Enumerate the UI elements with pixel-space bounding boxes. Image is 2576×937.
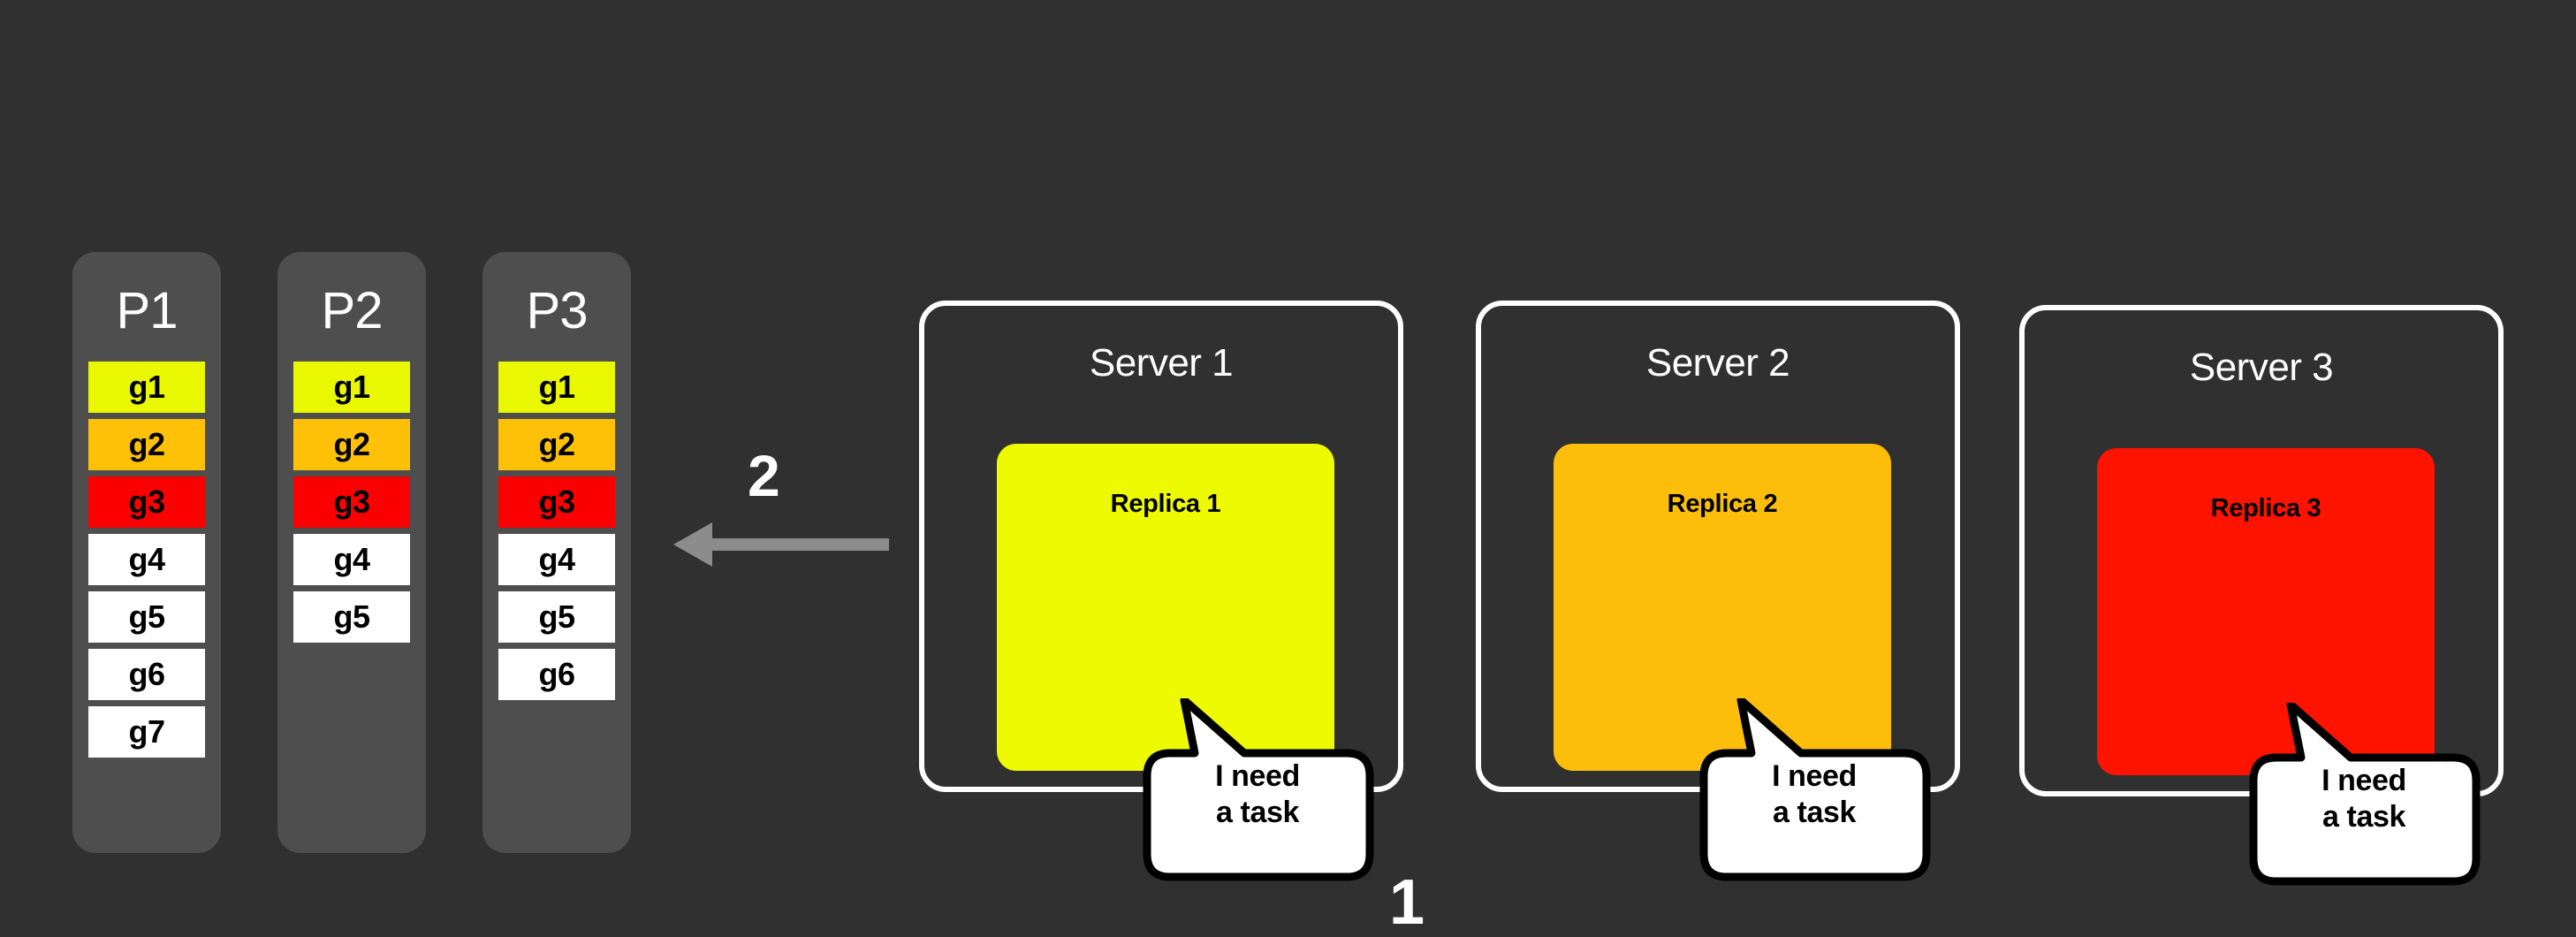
task-list-p2: g1 g2 g3 g4 g5 (277, 362, 426, 643)
task-item[interactable]: g2 (88, 419, 205, 470)
replica-label-3: Replica 3 (2210, 494, 2321, 522)
partition-p2: P2 g1 g2 g3 g4 g5 (277, 252, 426, 853)
task-list-p3: g1 g2 g3 g4 g5 g6 (483, 362, 631, 700)
task-item[interactable]: g2 (293, 419, 410, 470)
task-item[interactable]: g7 (88, 706, 205, 758)
server-box-1: Server 1 Replica 1 (919, 301, 1403, 792)
task-item[interactable]: g6 (88, 649, 205, 700)
task-item[interactable]: g5 (293, 591, 410, 643)
speech-bubble-3: I need a task (2245, 703, 2483, 888)
server-title-1: Server 1 (1089, 341, 1234, 385)
partition-p3: P3 g1 g2 g3 g4 g5 g6 (483, 252, 631, 853)
task-item[interactable]: g5 (88, 591, 205, 643)
task-item[interactable]: g4 (293, 534, 410, 585)
partition-p1: P1 g1 g2 g3 g4 g5 g6 g7 (72, 252, 221, 853)
replica-label-2: Replica 2 (1667, 490, 1778, 518)
partition-title-p2: P2 (321, 282, 384, 339)
partition-title-p3: P3 (526, 282, 589, 339)
speech-bubble-text-1: I need a task (1215, 759, 1300, 830)
task-item[interactable]: g5 (498, 591, 615, 643)
task-item[interactable]: g3 (498, 476, 615, 528)
task-item[interactable]: g6 (498, 649, 615, 700)
task-item[interactable]: g3 (88, 476, 205, 528)
speech-bubble-2: I need a task (1695, 698, 1934, 884)
speech-bubble-text-2: I need a task (1772, 759, 1857, 830)
partition-title-p1: P1 (116, 282, 179, 339)
step-number-1: 1 (1389, 867, 1425, 937)
task-item[interactable]: g2 (498, 419, 615, 470)
speech-bubble-icon-2 (1699, 698, 1931, 881)
replica-box-3: Replica 3 (2097, 448, 2435, 775)
left-arrow-icon (673, 522, 889, 567)
speech-bubble-1: I need a task (1138, 698, 1377, 884)
speech-bubble-icon-3 (2249, 703, 2481, 886)
arrow-to-partition (661, 517, 893, 572)
speech-bubble-icon-1 (1143, 698, 1374, 881)
replica-box-1: Replica 1 (997, 444, 1334, 771)
server-box-2: Server 2 Replica 2 (1476, 301, 1960, 792)
task-item[interactable]: g1 (293, 362, 410, 413)
speech-bubble-text-3: I need a task (2321, 764, 2406, 834)
server-box-3: Server 3 Replica 3 (2019, 305, 2504, 796)
server-title-2: Server 2 (1645, 341, 1790, 385)
replica-label-1: Replica 1 (1110, 490, 1221, 518)
task-item[interactable]: g1 (498, 362, 615, 413)
server-title-3: Server 3 (2189, 346, 2334, 389)
task-list-p1: g1 g2 g3 g4 g5 g6 g7 (72, 362, 221, 758)
task-item[interactable]: g3 (293, 476, 410, 528)
task-item[interactable]: g4 (498, 534, 615, 585)
replica-box-2: Replica 2 (1554, 444, 1891, 771)
step-number-2: 2 (748, 443, 780, 508)
task-item[interactable]: g1 (88, 362, 205, 413)
task-item[interactable]: g4 (88, 534, 205, 585)
